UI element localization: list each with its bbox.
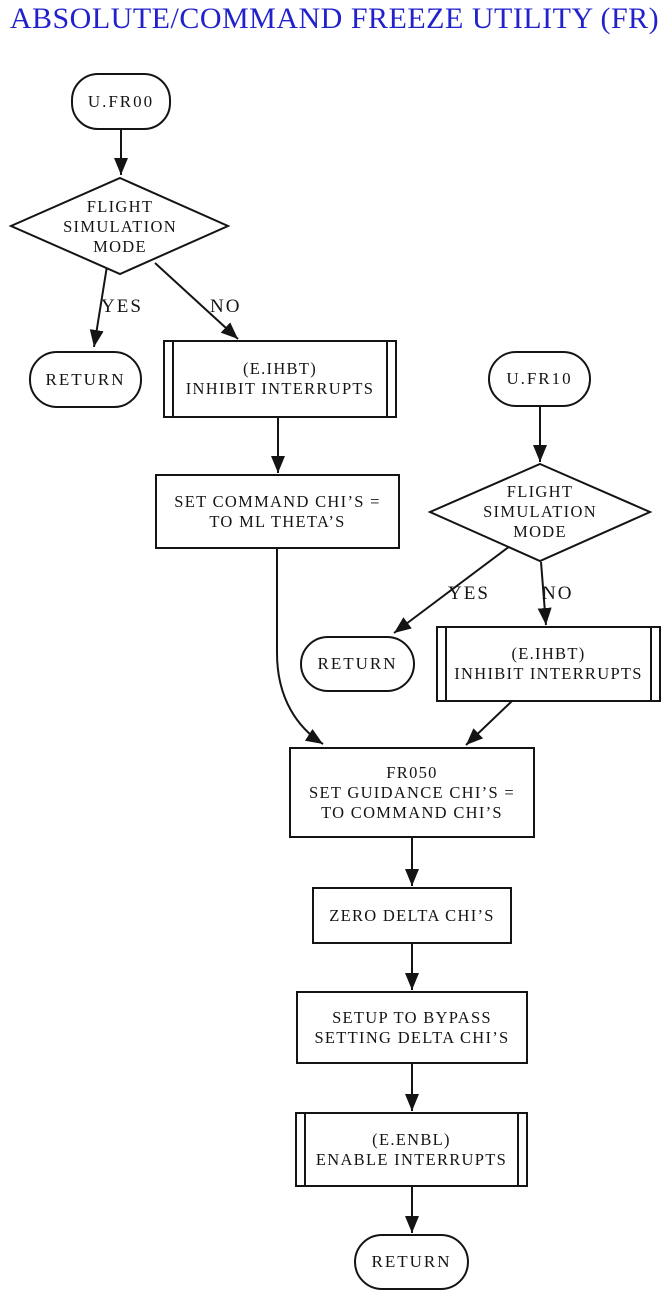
terminator-ufr10 bbox=[488, 351, 591, 407]
terminator-return1 bbox=[29, 351, 142, 408]
arrow-inhibit2-to-fr050 bbox=[465, 700, 513, 746]
predefined-enable bbox=[295, 1112, 528, 1187]
process-fr050 bbox=[289, 747, 535, 838]
page-title: ABSOLUTE/COMMAND FREEZE UTILITY (FR) bbox=[9, 2, 660, 35]
process-setupbypass bbox=[296, 991, 528, 1064]
process-zerodelta bbox=[312, 887, 512, 944]
process-setcommand bbox=[155, 474, 400, 549]
predefined-inhibit2 bbox=[436, 626, 661, 702]
arrow-decision1-no-inhibit bbox=[154, 262, 239, 340]
arrow-decision1-yes-return bbox=[89, 265, 108, 348]
arrow-setcommand-to-fr050 bbox=[276, 548, 324, 745]
arrow-decision2-no-inhibit bbox=[537, 561, 552, 626]
terminator-return3 bbox=[354, 1234, 469, 1290]
predefined-inhibit1 bbox=[163, 340, 397, 418]
terminator-return2 bbox=[300, 636, 415, 692]
arrow-decision2-yes-return bbox=[393, 545, 511, 634]
decision1-diamond bbox=[8, 176, 231, 276]
decision2-diamond bbox=[427, 462, 653, 563]
terminator-ufr00 bbox=[71, 73, 171, 130]
